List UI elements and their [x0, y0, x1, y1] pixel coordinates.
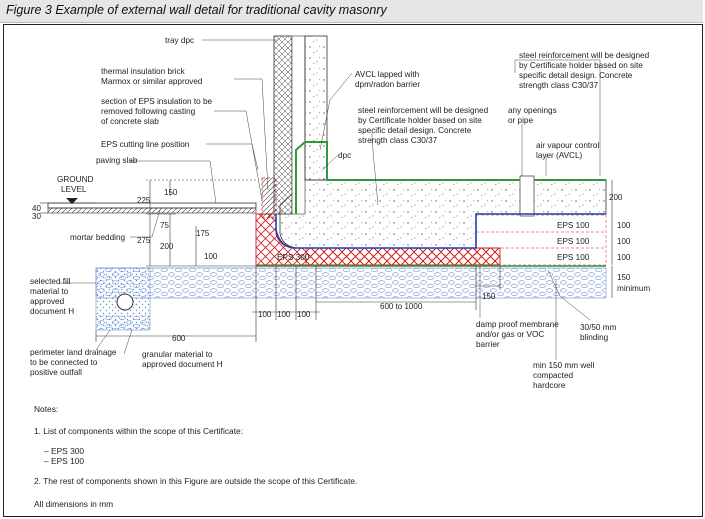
label-minimum: minimum: [617, 284, 650, 293]
label-steel-mid-2: by Certificate holder based on site: [358, 116, 482, 125]
dim-100-b: 100: [258, 310, 272, 319]
diagram-labels: tray dpc thermal insulation brick Marmox…: [30, 36, 650, 390]
label-steel-top-2: by Certificate holder based on site: [519, 61, 643, 70]
ground-level-marker: [66, 198, 78, 204]
dim-200: 200: [160, 242, 174, 251]
label-thermal-brick-2: Marmox or similar approved: [101, 77, 203, 86]
notes-item-1: 1. List of components within the scope o…: [34, 426, 244, 436]
dpm-line: [275, 213, 606, 249]
dim-100-e: 100: [617, 221, 631, 230]
label-eps-section-3: of concrete slab: [101, 117, 159, 126]
label-drainage-3: positive outfall: [30, 368, 82, 377]
label-eps-cutting: EPS cutting line position: [101, 140, 190, 149]
notes-item-2: 2. The rest of components shown in this …: [34, 476, 358, 486]
figure-title-bar: Figure 3 Example of external wall detail…: [0, 0, 703, 23]
label-granular: granular material to: [142, 350, 213, 359]
dim-600: 600: [172, 334, 186, 343]
hardcore-layer: [95, 267, 607, 299]
label-steel-top: steel reinforcement will be designed: [519, 51, 650, 60]
dim-150-c: 150: [617, 273, 631, 282]
label-dpm: damp proof membrane: [476, 320, 559, 329]
label-steel-mid-4: strength class C30/37: [358, 136, 438, 145]
notes-dimensions: All dimensions in mm: [34, 499, 114, 509]
leader-lines: [60, 39, 601, 360]
label-dpm-3: barrier: [476, 340, 500, 349]
label-selected-fill-4: document H: [30, 307, 74, 316]
notes-bullet-2: – EPS 100: [44, 456, 85, 466]
label-thermal-brick: thermal insulation brick: [101, 67, 186, 76]
dim-175: 175: [196, 229, 210, 238]
dim-75: 75: [160, 221, 169, 230]
label-eps100-a: EPS 100: [557, 221, 590, 230]
dim-30: 30: [32, 212, 41, 221]
dim-275: 275: [137, 236, 151, 245]
label-hardcore: min 150 mm well: [533, 361, 595, 370]
dimension-lines: [40, 179, 613, 342]
label-steel-mid: steel reinforcement will be designed: [358, 106, 489, 115]
notes-bullet-1: – EPS 300: [44, 446, 85, 456]
label-avcl-2: layer (AVCL): [536, 151, 583, 160]
avcl-line: [295, 141, 520, 214]
label-steel-mid-3: specific detail design. Concrete: [358, 126, 472, 135]
label-steel-top-4: strength class C30/37: [519, 81, 599, 90]
label-tray-dpc: tray dpc: [165, 36, 194, 45]
inner-leaf-block: [304, 35, 328, 181]
label-ground: GROUND: [57, 175, 93, 184]
label-dpc: dpc: [338, 151, 351, 160]
label-paving-slab: paving slab: [96, 156, 138, 165]
granular-material: [96, 315, 150, 330]
dim-100-d: 100: [297, 310, 311, 319]
dim-600-1000: 600 to 1000: [380, 302, 423, 311]
label-eps-section: section of EPS insulation to be: [101, 97, 213, 106]
outer-leaf-brick: [273, 35, 293, 215]
mortar-bedding: [47, 207, 257, 214]
dim-150-b: 150: [482, 292, 496, 301]
drainage-pipe: [116, 293, 134, 311]
label-drainage-2: to be connected to: [30, 358, 98, 367]
dim-225: 225: [137, 196, 151, 205]
thermal-brick: [261, 177, 277, 219]
label-avcl-lapped-2: dpm/radon barrier: [355, 80, 420, 89]
label-eps-section-2: removed following casting: [101, 107, 196, 116]
label-openings: any openings: [508, 106, 557, 115]
dim-200-b: 200: [609, 193, 623, 202]
label-steel-top-3: specific detail design. Concrete: [519, 71, 633, 80]
label-hardcore-2: compacted: [533, 371, 573, 380]
figure-frame: [3, 24, 703, 517]
label-avcl-lapped: AVCL lapped with: [355, 70, 420, 79]
label-eps300: EPS 300: [277, 253, 310, 262]
dim-40: 40: [32, 204, 41, 213]
label-selected-fill: selected fill: [30, 277, 71, 286]
label-granular-2: approved document H: [142, 360, 223, 369]
pipe-opening: [519, 175, 535, 217]
label-avcl: air vapour control: [536, 141, 599, 150]
label-eps100-b: EPS 100: [557, 237, 590, 246]
figure-title: Figure 3 Example of external wall detail…: [6, 3, 387, 17]
paving-slab: [47, 202, 257, 209]
label-openings-2: or pipe: [508, 116, 533, 125]
dim-100-g: 100: [617, 253, 631, 262]
label-blinding: 30/50 mm: [580, 323, 617, 332]
label-blinding-2: blinding: [580, 333, 609, 342]
dim-100-a: 100: [204, 252, 218, 261]
dim-100-f: 100: [617, 237, 631, 246]
notes-heading: Notes:: [34, 404, 59, 414]
dim-100-c: 100: [277, 310, 291, 319]
label-level: LEVEL: [61, 185, 87, 194]
label-dpm-2: and/or gas or VOC: [476, 330, 544, 339]
cavity: [291, 35, 306, 215]
label-drainage: perimeter land drainage: [30, 348, 117, 357]
dim-150: 150: [164, 188, 178, 197]
label-hardcore-3: hardcore: [533, 381, 566, 390]
dimension-labels: 225 150 40 30 75 175 275 200 100 100 100…: [32, 188, 631, 343]
label-selected-fill-2: material to: [30, 287, 69, 296]
label-mortar-bedding: mortar bedding: [70, 233, 126, 242]
eps-300-zone: [305, 247, 501, 266]
label-selected-fill-3: approved: [30, 297, 65, 306]
label-eps100-c: EPS 100: [557, 253, 590, 262]
